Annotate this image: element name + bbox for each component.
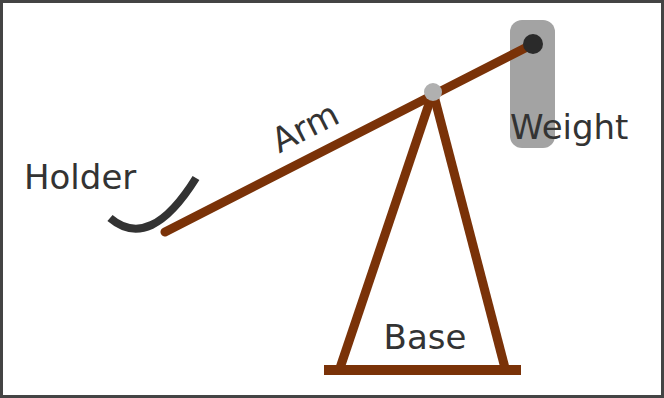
part-label: Holder <box>24 160 136 194</box>
weight-hinge <box>523 34 543 54</box>
base-foot <box>324 365 521 375</box>
part-label: Base <box>384 320 467 354</box>
part-label: Weight <box>510 110 628 144</box>
throwing-arm <box>165 44 533 232</box>
pivot <box>424 83 442 101</box>
